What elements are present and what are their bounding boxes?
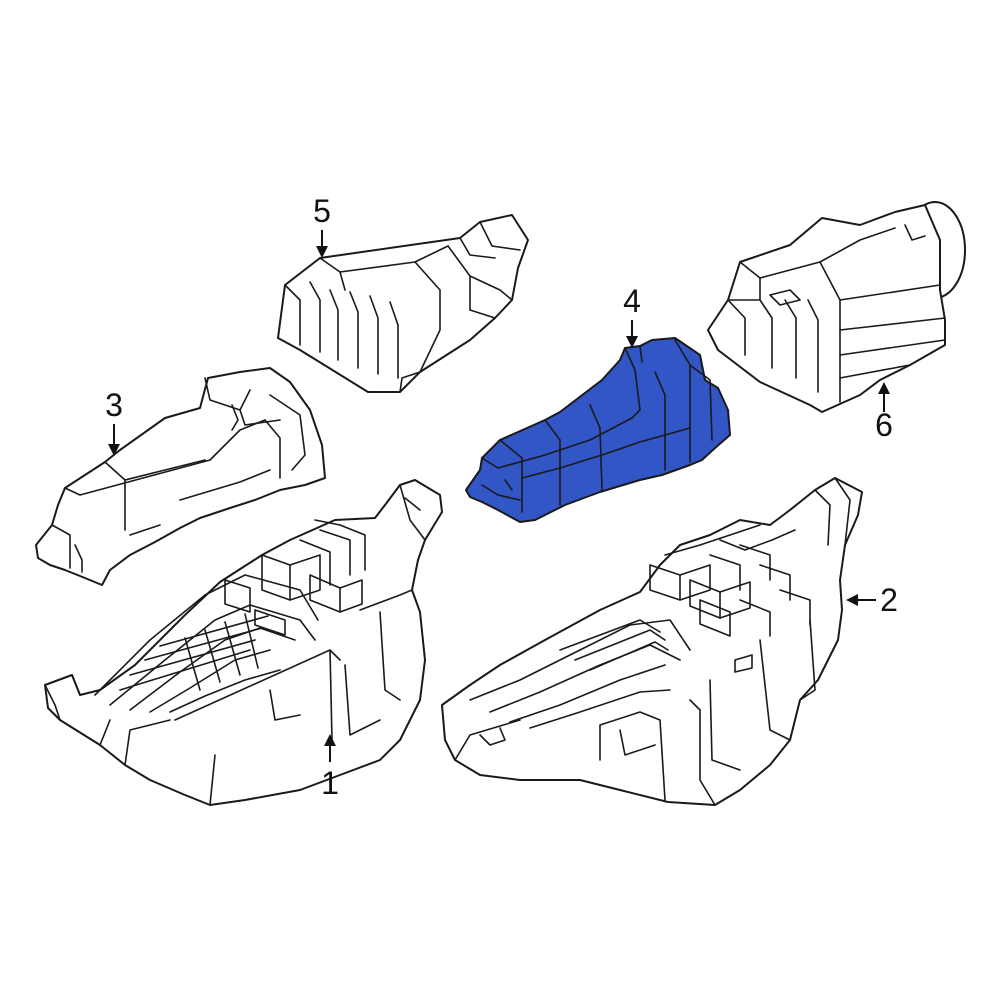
part-2-fuse-box-base[interactable] [441, 477, 863, 806]
arrowhead-5 [316, 246, 328, 258]
arrowhead-3 [108, 444, 120, 456]
callout-1: 1 [321, 765, 339, 801]
arrowhead-6 [878, 382, 890, 394]
callout-5: 5 [313, 193, 331, 229]
callout-labels: 5 3 4 6 2 1 [105, 193, 898, 801]
part-1-fuse-box-base[interactable] [44, 479, 443, 806]
arrowhead-4 [626, 336, 638, 348]
arrowhead-1 [324, 734, 336, 746]
callout-4: 4 [623, 283, 641, 319]
callout-3: 3 [105, 387, 123, 423]
part-5-cover[interactable] [277, 214, 529, 393]
part-3-lid[interactable] [35, 367, 326, 586]
part-6-cover[interactable] [707, 201, 966, 413]
arrowhead-2 [846, 594, 858, 606]
part-4-highlighted-cover[interactable] [465, 337, 731, 523]
callout-6: 6 [875, 407, 893, 443]
callout-leaders [108, 230, 890, 762]
callout-2: 2 [880, 582, 898, 618]
